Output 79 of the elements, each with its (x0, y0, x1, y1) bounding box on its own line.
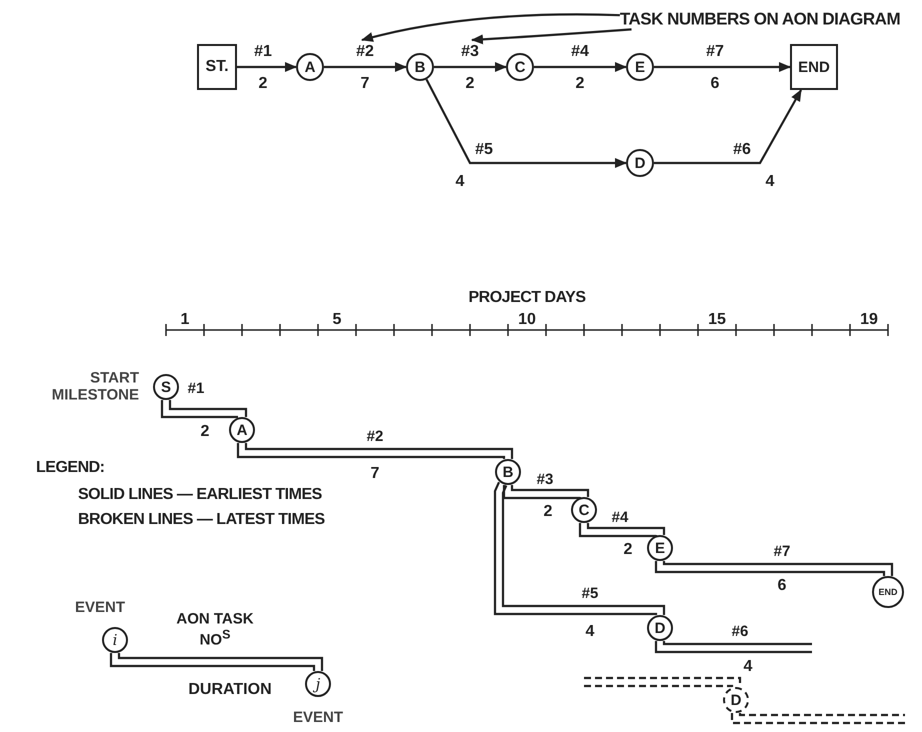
task-bar (494, 481, 666, 616)
duration-value: 4 (766, 173, 774, 191)
event-caption: EVENT (293, 710, 343, 726)
duration-value: 2 (624, 541, 632, 559)
task-bar (110, 652, 324, 672)
day-number: 10 (518, 311, 536, 329)
task-number: #4 (571, 43, 589, 61)
event-circle: D (647, 615, 673, 641)
duration-value: 7 (370, 465, 380, 483)
task-number: #6 (732, 624, 748, 640)
duration-label: DURATION (188, 681, 272, 699)
event-circle: D (723, 687, 749, 713)
task-number: AON TASK NO$^{S}$ (175, 612, 255, 648)
task-number: #7 (774, 544, 790, 560)
arrow (434, 62, 507, 72)
duration-value: 4 (586, 623, 594, 641)
event-circle: END (872, 576, 904, 608)
task-number: #1 (188, 380, 204, 398)
task-bar (160, 398, 248, 418)
day-number: 5 (332, 311, 342, 329)
legend-entry: SOLID LINES — EARLIEST TIMES (78, 486, 322, 504)
legend-entry: BROKEN LINES — LATEST TIMES (78, 511, 325, 529)
end-box: END (790, 44, 838, 90)
event-circle: C (506, 53, 534, 81)
arrow (654, 62, 791, 72)
task-number: #1 (254, 43, 272, 61)
task-number: #3 (536, 472, 554, 488)
day-number: 15 (708, 311, 726, 329)
event-circle: C (571, 497, 597, 523)
latest-time-bar (730, 712, 906, 724)
event-circle: A (296, 53, 324, 81)
duration-value: 2 (200, 423, 210, 441)
event-circle: A (229, 417, 255, 443)
leader-arrow (471, 28, 632, 44)
duration-value: 2 (576, 75, 584, 93)
latest-time-bar (582, 676, 742, 688)
task-number: #7 (706, 43, 724, 61)
axis-title: PROJECT DAYS (468, 289, 586, 307)
duration-value: 2 (258, 75, 268, 93)
arrow (654, 89, 802, 164)
day-number: 1 (180, 311, 190, 329)
start-box: ST. (197, 44, 237, 90)
arrow (534, 62, 627, 72)
duration-value: 6 (710, 75, 720, 93)
duration-value: 4 (744, 658, 752, 676)
duration-value: 6 (778, 577, 786, 595)
duration-value: 2 (466, 75, 474, 93)
duration-value: 2 (544, 503, 552, 521)
arrow (237, 62, 297, 72)
event-circle: B (495, 459, 521, 485)
leader-arrow (361, 13, 620, 42)
task-number: #2 (356, 43, 374, 61)
event-circle: S (153, 374, 179, 400)
task-bar (236, 442, 514, 460)
task-bar (502, 484, 590, 500)
event-circle: E (626, 53, 654, 81)
arrow (324, 62, 407, 72)
task-bar (654, 640, 814, 654)
event-circle: i (102, 627, 128, 653)
event-circle: B (406, 53, 434, 81)
task-number: #3 (461, 43, 479, 61)
event-circle: E (647, 535, 673, 561)
annotation-text: TASK NUMBERS ON AON DIAGRAM (620, 10, 900, 30)
task-bar (654, 560, 894, 578)
arrow (425, 78, 627, 168)
task-number: #6 (733, 141, 751, 159)
duration-value: 4 (456, 173, 464, 191)
event-caption: START MILESTONE (50, 370, 139, 404)
task-number: #4 (612, 510, 628, 526)
event-caption: EVENT (75, 600, 125, 616)
task-number: #2 (366, 428, 384, 446)
task-number: #5 (475, 141, 493, 159)
event-circle: D (626, 149, 654, 177)
day-number: 19 (860, 311, 878, 329)
legend-heading: LEGEND: (36, 459, 104, 477)
task-number: #5 (582, 586, 598, 602)
event-circle: j (305, 671, 331, 697)
task-bar (578, 522, 666, 538)
duration-value: 7 (360, 75, 370, 93)
